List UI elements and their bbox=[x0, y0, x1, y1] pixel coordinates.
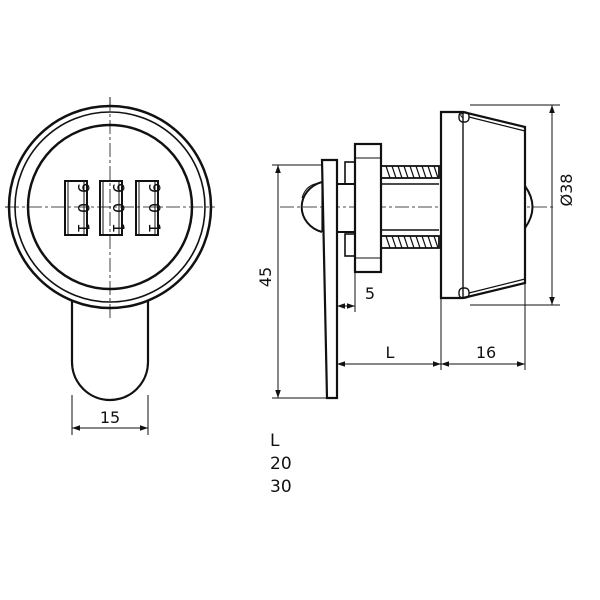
front-view bbox=[5, 97, 215, 402]
length-table-value-1: 20 bbox=[270, 454, 292, 474]
dial-1-digit-mid: 0 bbox=[74, 203, 93, 213]
dimension-diameter bbox=[470, 104, 560, 306]
length-table: L 20 30 bbox=[270, 430, 292, 499]
lock-face-bump bbox=[524, 185, 534, 229]
dial-3-digit-bottom: 1 bbox=[145, 223, 164, 233]
dial-3-digit-top: 9 bbox=[145, 183, 164, 193]
front-cam-handle bbox=[70, 290, 150, 402]
dimension-height-label: 45 bbox=[256, 267, 275, 287]
dimension-length bbox=[336, 283, 526, 370]
dial-window-1 bbox=[64, 180, 88, 236]
dial-3-digit-mid: 0 bbox=[145, 203, 164, 213]
dial-1-digit-bottom: 1 bbox=[74, 223, 93, 233]
dimension-handle-width-label: 15 bbox=[100, 408, 120, 427]
length-table-value-2: 30 bbox=[270, 477, 292, 497]
dial-2-digit-bottom: 1 bbox=[109, 223, 128, 233]
dial-2-digit-top: 9 bbox=[109, 183, 128, 193]
dial-2-digit-mid: 0 bbox=[109, 203, 128, 213]
dimension-head-depth-label: 16 bbox=[476, 343, 496, 362]
cam-dome-cap bbox=[300, 181, 323, 233]
dimension-handle-width bbox=[71, 395, 149, 435]
dimension-length-label: L bbox=[386, 343, 395, 362]
dimension-height bbox=[272, 164, 326, 399]
dimension-nut-thickness bbox=[336, 272, 356, 312]
dimension-nut-thickness-label: 5 bbox=[365, 284, 375, 303]
dial-window-3 bbox=[135, 180, 159, 236]
dial-window-2 bbox=[99, 180, 123, 236]
thread-marks bbox=[385, 165, 439, 249]
dial-digits: 9 0 1 9 0 1 9 0 1 bbox=[74, 183, 164, 233]
lock-head-body bbox=[439, 110, 527, 300]
dial-1-digit-top: 9 bbox=[74, 183, 93, 193]
side-shaft bbox=[336, 183, 356, 233]
side-nut bbox=[353, 142, 383, 274]
side-view bbox=[280, 110, 555, 400]
dimension-diameter-label: Ø38 bbox=[557, 174, 576, 207]
cam-plate bbox=[320, 158, 339, 400]
length-table-header: L bbox=[270, 431, 280, 451]
